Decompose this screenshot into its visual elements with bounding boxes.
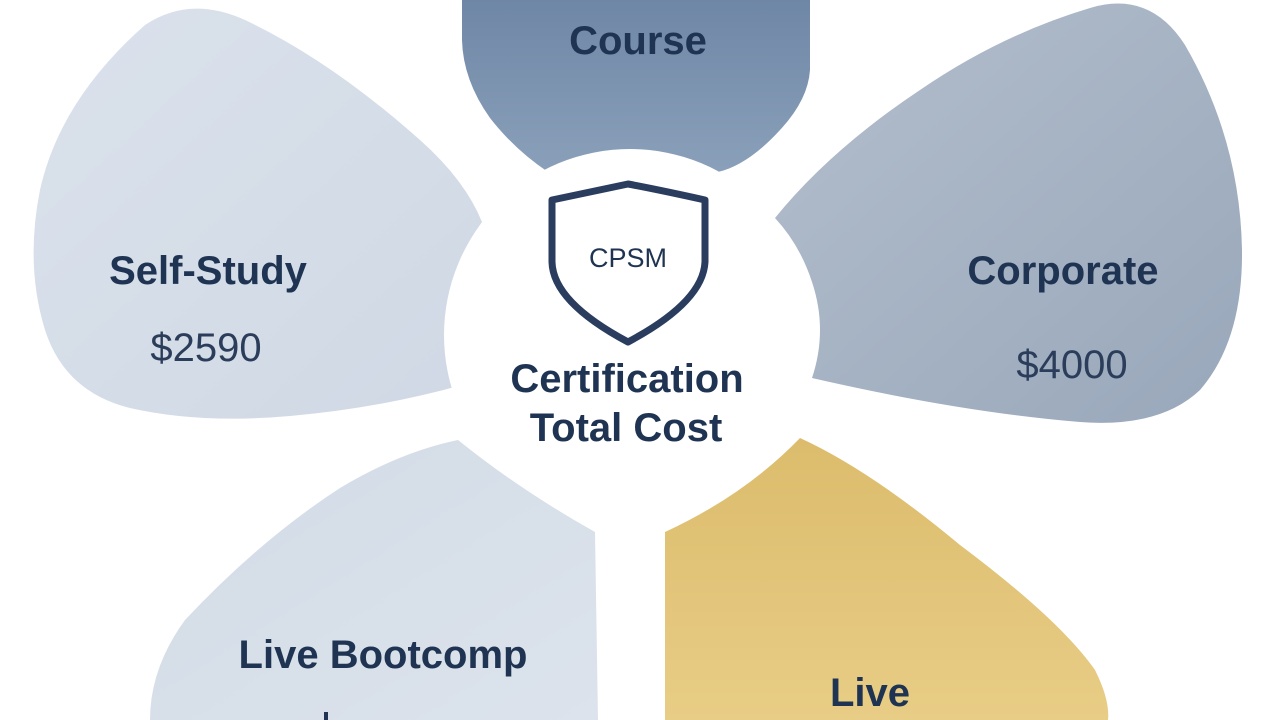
- segment-course-title: Course: [569, 19, 707, 63]
- segment-corporate: Corporate $4000: [775, 3, 1243, 423]
- center-title-line2: Total Cost: [530, 406, 723, 450]
- badge-text: CPSM: [589, 243, 667, 273]
- segment-corporate-shape: [775, 3, 1243, 423]
- segment-course: Course: [462, 0, 810, 172]
- segment-self-study-price: $2590: [150, 326, 261, 370]
- center-hub: CPSM Certification Total Cost: [444, 149, 816, 521]
- truncated-price-mark: [324, 712, 328, 720]
- segment-live-bootcamp-title: Live Bootcomp: [239, 633, 528, 677]
- segment-self-study-title: Self-Study: [109, 249, 308, 293]
- segment-self-study-shape: [33, 8, 483, 419]
- segment-corporate-price: $4000: [1016, 343, 1127, 387]
- shield-icon: CPSM: [548, 180, 709, 346]
- segment-live-bootcamp: Live Bootcomp: [150, 440, 598, 720]
- segment-live-bootcamp-shape: [150, 440, 598, 720]
- segment-course-shape: [462, 0, 810, 172]
- segment-live: Live: [665, 438, 1109, 720]
- center-title-line1: Certification: [510, 357, 743, 401]
- segment-live-title: Live: [830, 671, 910, 715]
- segment-corporate-title: Corporate: [967, 249, 1158, 293]
- segment-self-study: Self-Study $2590: [33, 8, 483, 419]
- segment-live-shape: [665, 438, 1109, 720]
